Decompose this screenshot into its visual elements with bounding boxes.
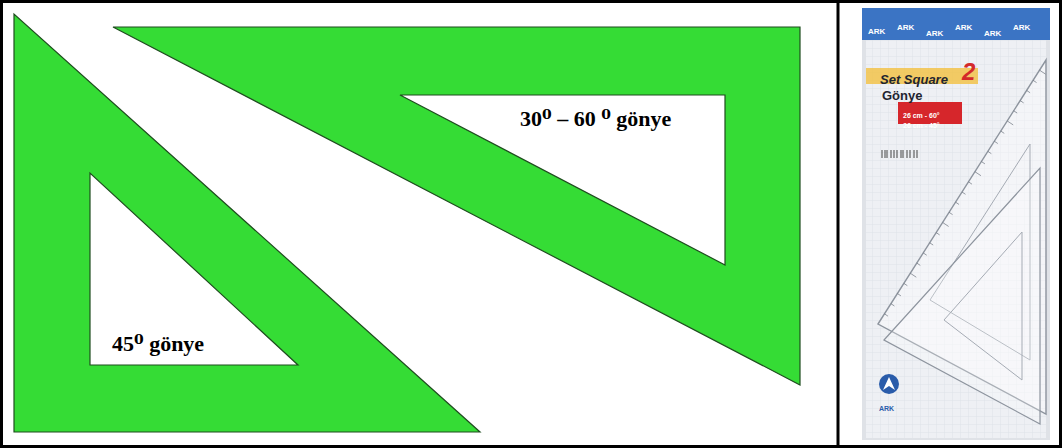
package-header — [862, 8, 1050, 40]
size-text: 26 cm - 60° — [903, 112, 940, 119]
label-slot: Gönye — [882, 86, 922, 104]
divider — [837, 0, 840, 448]
label-slot: ARK — [868, 20, 885, 38]
ruler-ticks — [884, 70, 1045, 316]
brand-text: ARK — [955, 24, 972, 32]
label-slot: ARK — [897, 16, 914, 34]
package-set-square-hole — [944, 232, 1022, 380]
product-title: Set Square — [880, 73, 948, 86]
package-grid — [866, 40, 1046, 438]
label-slot: ARK — [984, 22, 1001, 40]
barcode — [882, 150, 917, 158]
brand-text: ARK — [879, 405, 894, 412]
size-tag — [898, 102, 962, 124]
size-text: 26 cm - 45° — [903, 122, 940, 129]
package-back — [862, 8, 1050, 440]
brand-text: ARK — [868, 28, 885, 36]
product-number: 2 — [962, 60, 975, 84]
label-slot: ARK — [1013, 16, 1030, 34]
brand-text: ARK — [926, 30, 943, 38]
brand-logo-mark — [883, 377, 895, 390]
package-card — [866, 40, 1046, 438]
label-slot: ARK — [955, 16, 972, 34]
label-slot: Set Square — [880, 70, 948, 88]
set-square-shape — [113, 27, 800, 385]
label-slot: ARK — [879, 397, 894, 415]
label-slot: 2 — [962, 60, 975, 84]
set-square-label: 30⁰ – 60 ⁰ gönye — [520, 107, 671, 131]
set-square: 30⁰ – 60 ⁰ gönye — [113, 27, 800, 385]
package-set-square-45 — [884, 168, 1040, 424]
brand-text: ARK — [897, 24, 914, 32]
set-square-body — [113, 27, 800, 385]
set-square-label: 45⁰ gönye — [112, 332, 204, 356]
product-title: Gönye — [882, 89, 922, 102]
brand-text: ARK — [984, 30, 1001, 38]
label-slot: 26 cm - 60° — [903, 104, 940, 122]
label-slot: ARK — [926, 22, 943, 40]
brand-logo — [879, 374, 899, 394]
brand-text: ARK — [1013, 24, 1030, 32]
